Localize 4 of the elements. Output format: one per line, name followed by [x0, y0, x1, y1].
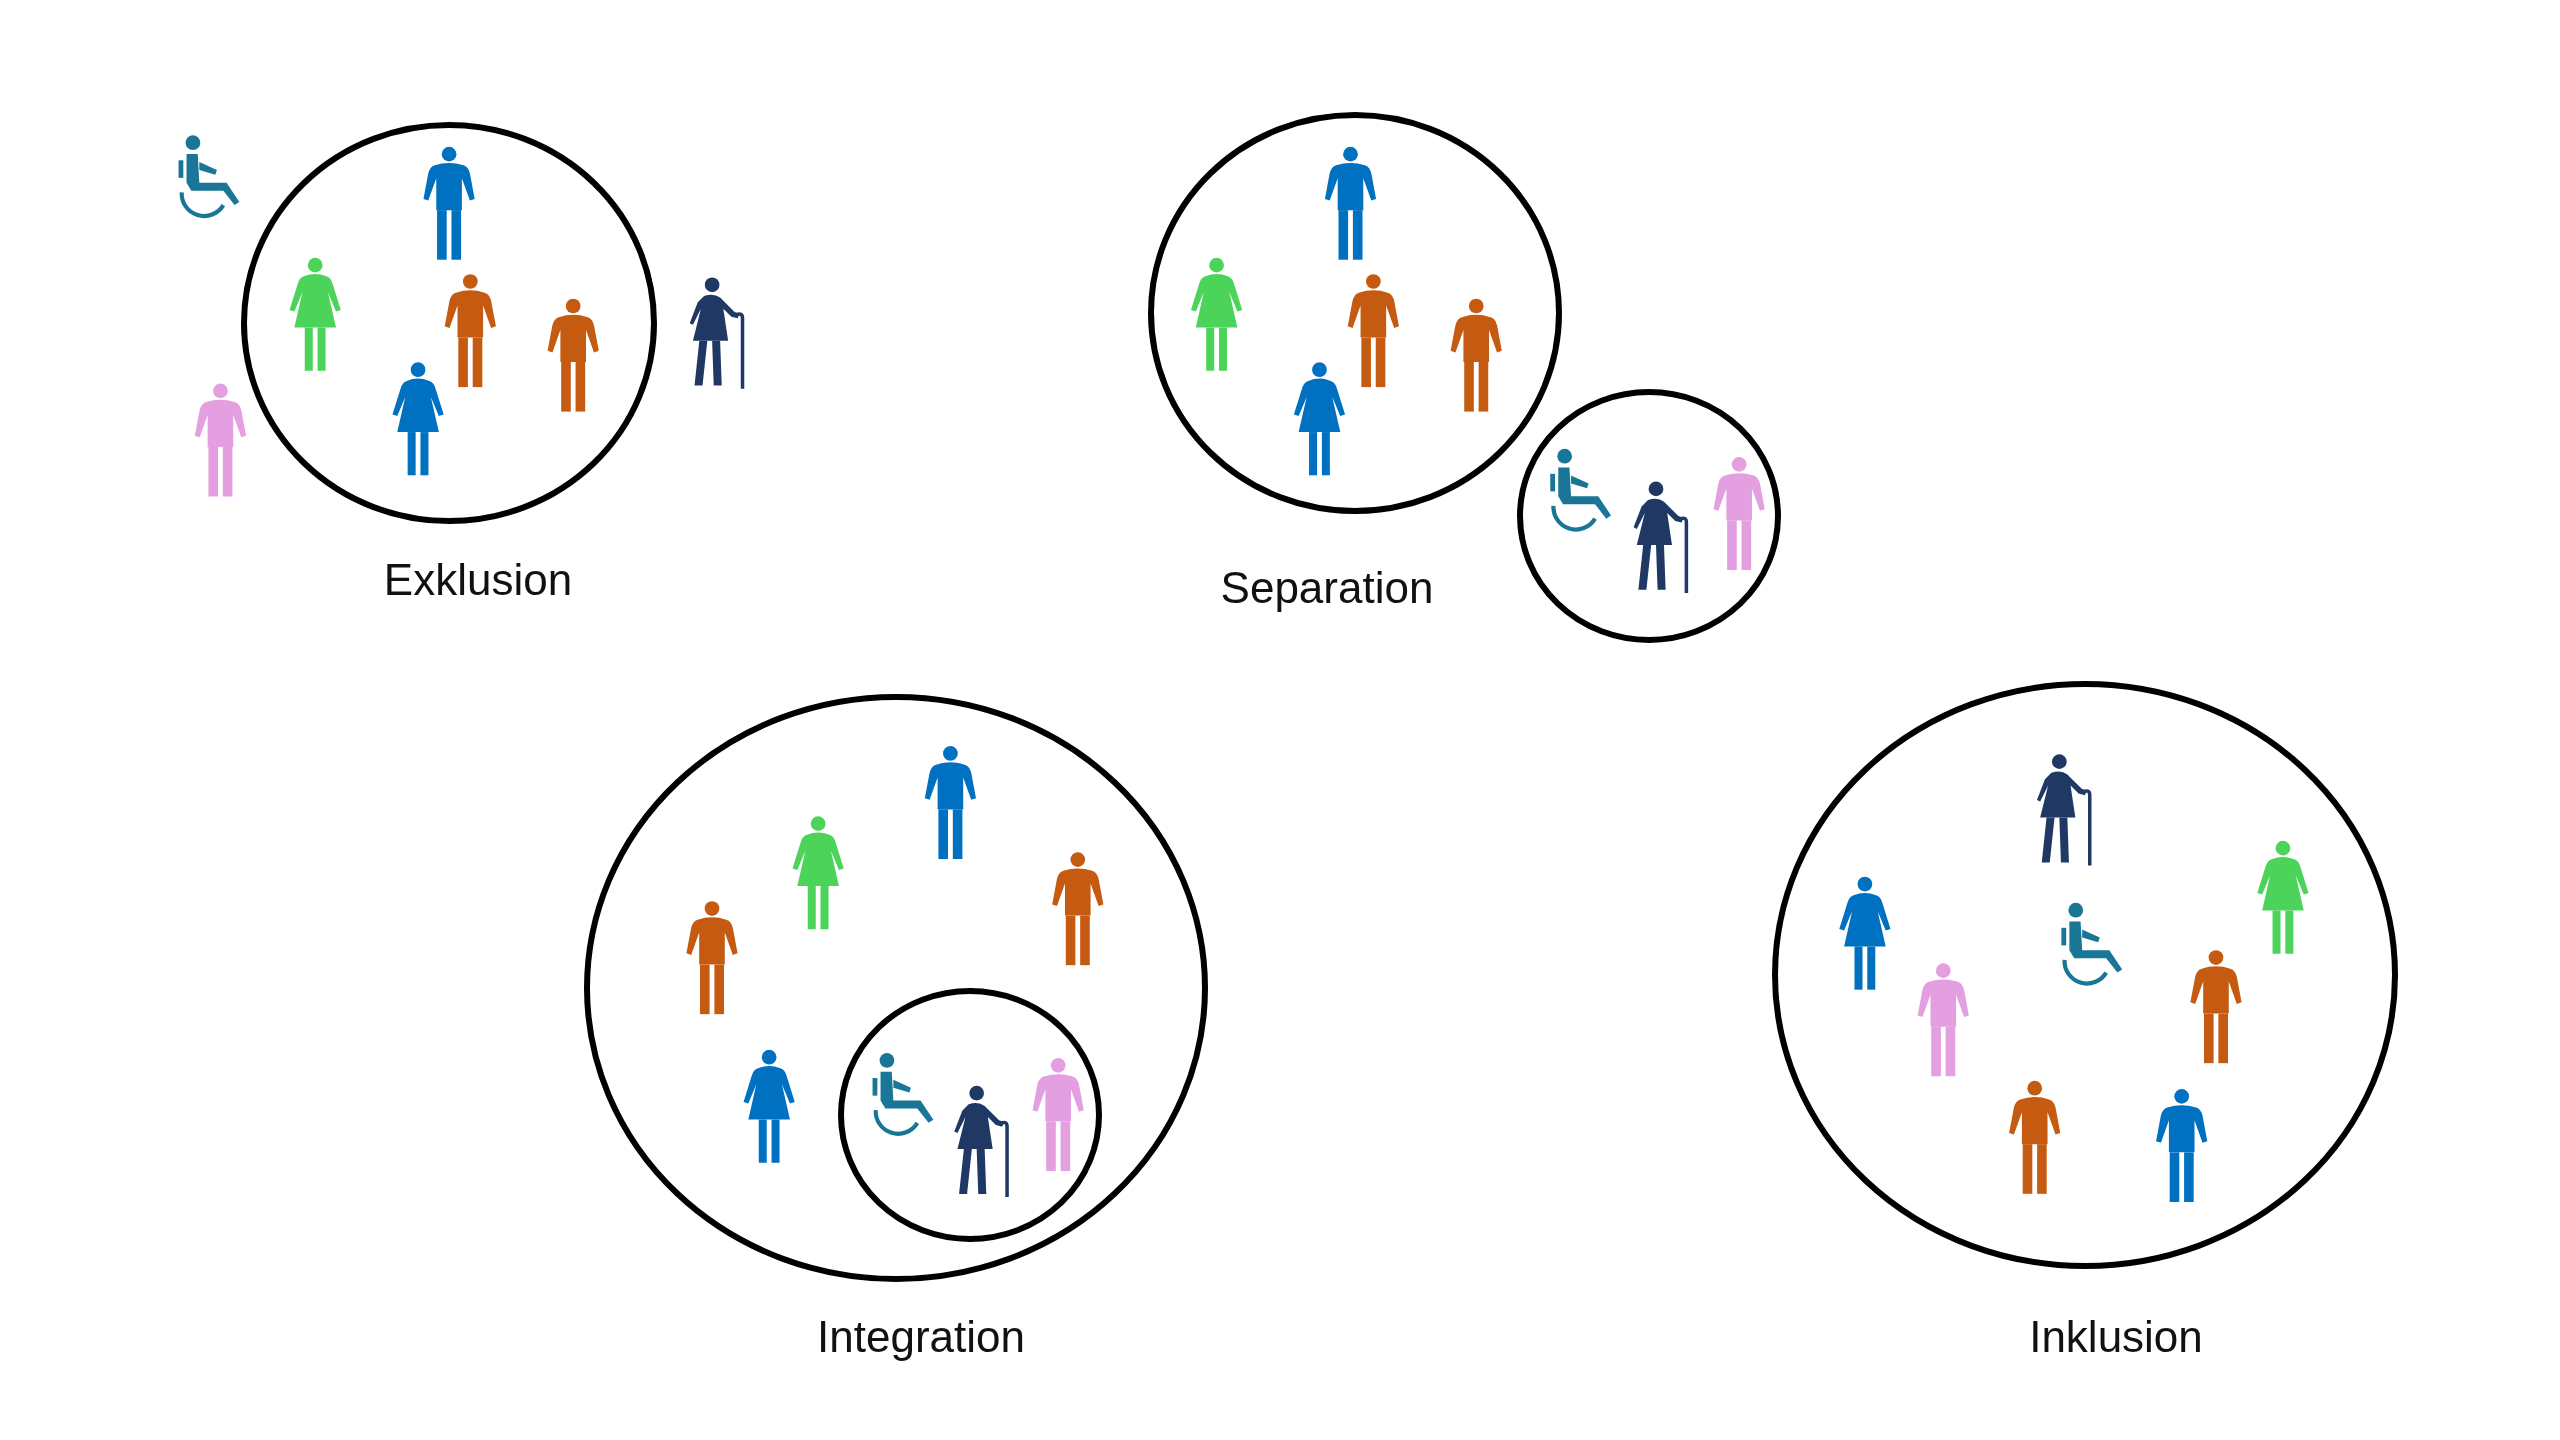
- group-label: Separation: [1219, 563, 1435, 613]
- group-label: Exklusion: [382, 555, 574, 605]
- group-label: Integration: [816, 1312, 1026, 1362]
- group-label: Inklusion: [2028, 1312, 2204, 1362]
